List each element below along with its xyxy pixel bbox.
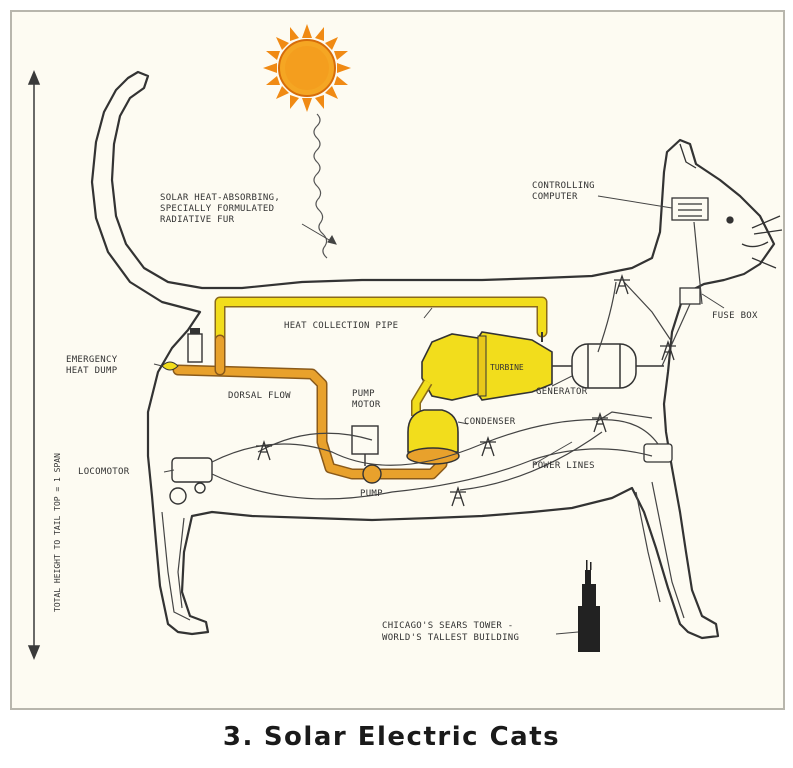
diagram-panel: TOTAL HEIGHT TO TAIL TOP = 1 SPAN — [10, 10, 785, 710]
power-lines — [211, 221, 703, 500]
label-leaders — [153, 195, 725, 635]
dorsal-flow-pipe — [172, 334, 448, 480]
sun-icon — [263, 24, 351, 112]
cat-face-details — [679, 143, 783, 269]
label-turbine: TURBINE — [490, 363, 524, 372]
caption-number: 3. — [222, 722, 254, 752]
sunbeam-wave — [313, 113, 328, 259]
turbine — [421, 331, 553, 401]
height-scale-arrow — [27, 70, 41, 660]
locomotor — [169, 457, 213, 505]
label-solar-fur: SOLAR HEAT-ABSORBING, SPECIALLY FORMULAT… — [160, 193, 286, 225]
cat-leg-details — [161, 281, 685, 621]
figure-caption: 3. Solar Electric Cats — [0, 722, 793, 752]
label-fuse-box: FUSE BOX — [712, 311, 758, 321]
pylon-icons — [256, 273, 676, 507]
height-scale-label: TOTAL HEIGHT TO TAIL TOP = 1 SPAN — [53, 453, 62, 612]
label-condenser: CONDENSER — [464, 417, 516, 427]
condenser — [406, 409, 460, 465]
front-locomotor — [643, 443, 673, 463]
label-pump: PUMP — [360, 489, 383, 499]
emergency-heat-dump-valve — [161, 328, 203, 371]
label-chicago-tower: CHICAGO'S SEARS TOWER - WORLD'S TALLEST … — [382, 621, 519, 643]
turbine-condenser-pipe — [411, 379, 433, 416]
label-emergency-heat-dump: EMERGENCY HEAT DUMP — [66, 355, 123, 376]
label-dorsal-flow: DORSAL FLOW — [228, 391, 291, 401]
pump-motor — [351, 425, 379, 466]
controlling-computer — [671, 197, 709, 221]
label-generator: GENERATOR — [536, 387, 588, 397]
label-heat-collection-pipe: HEAT COLLECTION PIPE — [284, 321, 398, 331]
label-locomotor: LOCOMOTOR — [78, 467, 130, 477]
solar-electric-cat-diagram: TOTAL HEIGHT TO TAIL TOP = 1 SPAN — [27, 24, 783, 660]
label-pump-motor: PUMP MOTOR — [352, 389, 381, 410]
generator — [552, 343, 664, 389]
fuse-box — [679, 287, 701, 305]
caption-title: Solar Electric Cats — [263, 722, 561, 752]
label-controlling-computer: CONTROLLING COMPUTER — [532, 181, 601, 202]
pump — [362, 464, 382, 484]
heat-collection-pipe — [214, 296, 548, 348]
label-power-lines: POWER LINES — [532, 461, 595, 471]
sears-tower-icon — [578, 560, 600, 652]
